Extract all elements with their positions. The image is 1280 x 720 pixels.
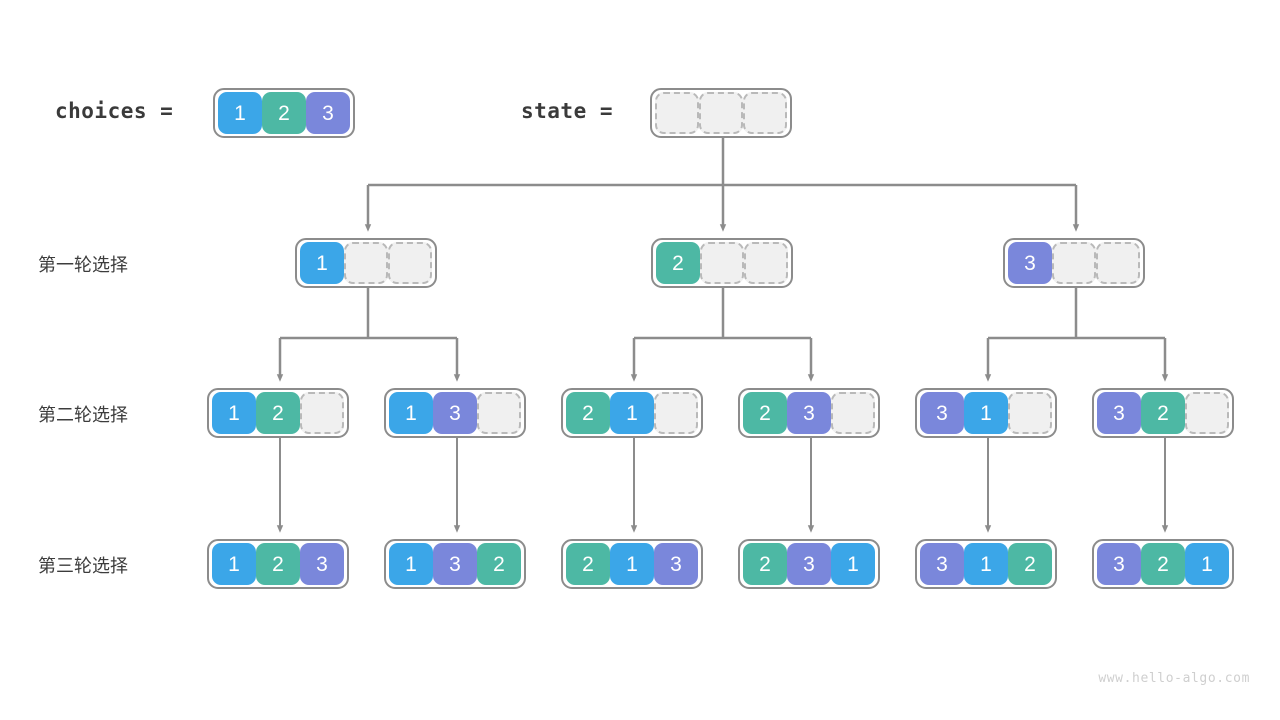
round1-node-1-cell-0: 1 <box>300 242 344 284</box>
round2-node-4-cell-2 <box>831 392 875 434</box>
round1-node-2-cell-0: 2 <box>656 242 700 284</box>
round3-node-2-cell-1: 3 <box>433 543 477 585</box>
state-cell-2 <box>743 92 787 134</box>
row-label-round-2: 第二轮选择 <box>38 405 128 425</box>
round3-node-4-cell-0: 2 <box>743 543 787 585</box>
round2-node-2-cell-1: 3 <box>433 392 477 434</box>
round2-node-1-cell-0: 1 <box>212 392 256 434</box>
round3-node-3-cell-1: 1 <box>610 543 654 585</box>
round2-node-5-cell-1: 1 <box>964 392 1008 434</box>
round2-node-6-cell-1: 2 <box>1141 392 1185 434</box>
choices-cell-2: 3 <box>306 92 350 134</box>
round2-node-3-cell-1: 1 <box>610 392 654 434</box>
round1-node-3-cell-0: 3 <box>1008 242 1052 284</box>
choices-cell-0: 1 <box>218 92 262 134</box>
round2-node-1-cell-2 <box>300 392 344 434</box>
round1-node-1: 1 <box>295 238 437 288</box>
round3-node-3-cell-2: 3 <box>654 543 698 585</box>
round3-node-6-cell-1: 2 <box>1141 543 1185 585</box>
state-label: state = <box>521 99 614 123</box>
round3-node-5-cell-1: 1 <box>964 543 1008 585</box>
round3-node-5-cell-0: 3 <box>920 543 964 585</box>
round2-node-2-cell-0: 1 <box>389 392 433 434</box>
round3-node-4-cell-1: 3 <box>787 543 831 585</box>
round2-node-4-cell-1: 3 <box>787 392 831 434</box>
round3-node-1-cell-0: 1 <box>212 543 256 585</box>
state-cell-1 <box>699 92 743 134</box>
choices-cell-1: 2 <box>262 92 306 134</box>
round1-node-3-cell-2 <box>1096 242 1140 284</box>
round2-node-5-cell-0: 3 <box>920 392 964 434</box>
round2-node-6-cell-0: 3 <box>1097 392 1141 434</box>
round1-node-1-cell-1 <box>344 242 388 284</box>
round3-node-3-cell-0: 2 <box>566 543 610 585</box>
round2-node-5-cell-2 <box>1008 392 1052 434</box>
choices-array: 1 2 3 <box>213 88 355 138</box>
round1-node-2: 2 <box>651 238 793 288</box>
round1-node-2-cell-1 <box>700 242 744 284</box>
round2-node-6-cell-2 <box>1185 392 1229 434</box>
round2-node-1-cell-1: 2 <box>256 392 300 434</box>
round3-node-1-cell-1: 2 <box>256 543 300 585</box>
row-label-round-3: 第三轮选择 <box>38 556 128 576</box>
round1-node-3-cell-1 <box>1052 242 1096 284</box>
round2-node-3-cell-0: 2 <box>566 392 610 434</box>
round1-node-1-cell-2 <box>388 242 432 284</box>
round2-node-2-cell-2 <box>477 392 521 434</box>
round3-node-6-cell-0: 3 <box>1097 543 1141 585</box>
round3-node-6-cell-2: 1 <box>1185 543 1229 585</box>
round3-node-4-cell-2: 1 <box>831 543 875 585</box>
round3-node-2-cell-2: 2 <box>477 543 521 585</box>
state-array-root <box>650 88 792 138</box>
row-label-round-1: 第一轮选择 <box>38 255 128 275</box>
round2-node-3-cell-2 <box>654 392 698 434</box>
round2-node-4-cell-0: 2 <box>743 392 787 434</box>
round1-node-3: 3 <box>1003 238 1145 288</box>
round3-node-2-cell-0: 1 <box>389 543 433 585</box>
round3-node-1-cell-2: 3 <box>300 543 344 585</box>
state-cell-0 <box>655 92 699 134</box>
choices-label: choices = <box>55 99 174 123</box>
round3-node-5-cell-2: 2 <box>1008 543 1052 585</box>
watermark: www.hello-algo.com <box>1098 671 1250 686</box>
round1-node-2-cell-2 <box>744 242 788 284</box>
